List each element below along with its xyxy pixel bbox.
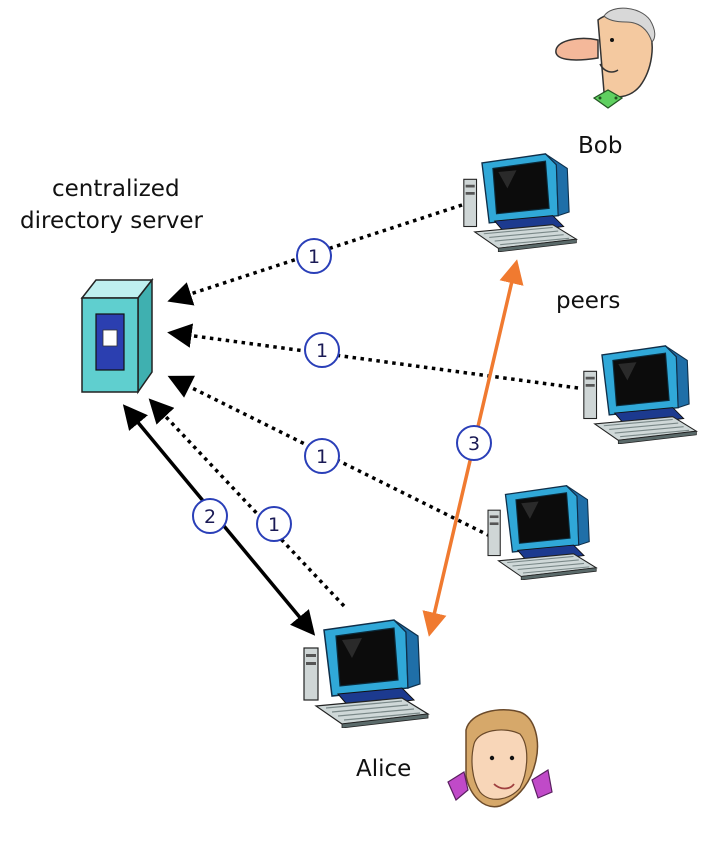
step-marker-query-peer-3: 1 [304,438,340,474]
server-label-line-2: directory server [20,208,204,234]
step-marker-reply: 2 [192,498,228,534]
server-icon [80,277,154,395]
bob-label: Bob [578,133,623,159]
alice-face-icon [447,709,553,808]
query-line-peer-2 [167,323,579,390]
step-marker-transfer: 3 [456,425,492,461]
computer-icon [583,345,698,444]
alice-label: Alice [356,756,412,782]
step-label: 1 [316,340,328,362]
step-label: 3 [468,433,480,455]
server-label-line-1: centralized [52,176,180,202]
computer-icon [463,153,578,252]
step-marker-query-peer-2: 1 [304,332,340,368]
computer-icon [487,485,597,580]
step-marker-query-bob: 1 [296,238,332,274]
directory-server [80,277,154,395]
step-marker-register-alice: 1 [256,506,292,542]
peers-label: peers [556,288,621,314]
bob-face-icon [555,7,656,109]
step-label: 1 [316,446,328,468]
query-line-alice [148,398,346,608]
step-label: 1 [268,514,280,536]
step-label: 1 [308,246,320,268]
computer-icon [303,619,429,728]
step-label: 2 [204,506,216,528]
